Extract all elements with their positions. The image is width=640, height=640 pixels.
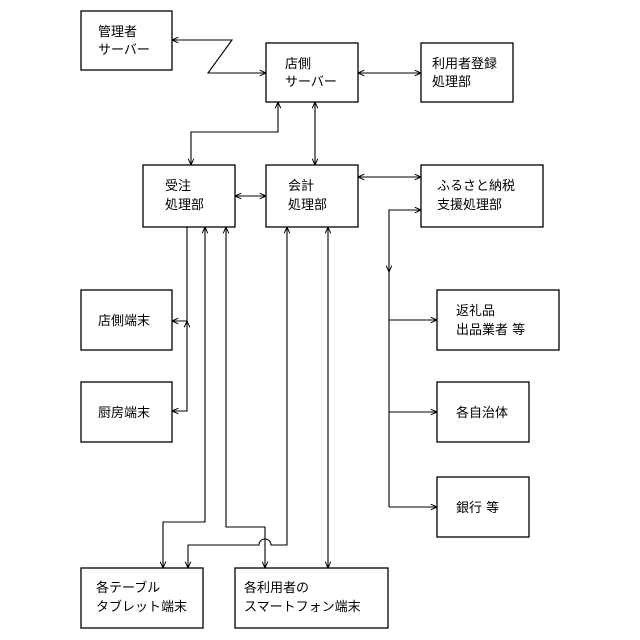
edge-shop-server-order <box>191 102 278 165</box>
node-order-line2: 処理部 <box>165 198 204 213</box>
node-tablet: 各テーブル タブレット端末 <box>81 568 203 628</box>
node-order-line1: 受注 <box>165 179 191 194</box>
node-furusato-line2: 支援処理部 <box>437 198 502 213</box>
node-bank-line1: 銀行 等 <box>456 500 499 516</box>
edge-order-shop-terminal <box>172 227 187 321</box>
edge-accounting-tablet <box>188 227 287 568</box>
node-shop-server: 店側 サーバー <box>266 43 358 102</box>
node-shop-server-line2: サーバー <box>285 75 337 90</box>
edge-furusato-bus <box>389 210 421 272</box>
node-tablet-line2: タブレット端末 <box>96 599 187 615</box>
node-shop-terminal-line1: 店側端末 <box>98 314 150 329</box>
node-accounting: 会計 処理部 <box>266 165 358 227</box>
node-gift-vendor-line2: 出品業者 等 <box>456 322 525 338</box>
edge-order-kitchen-terminal <box>172 321 187 411</box>
node-shop-server-line1: 店側 <box>285 57 311 72</box>
node-admin-server: 管理者 サーバー <box>81 11 172 70</box>
node-tablet-line1: 各テーブル <box>96 580 160 596</box>
node-smartphone: 各利用者の スマートフォン端末 <box>235 568 388 628</box>
node-gift-vendor: 返礼品 出品業者 等 <box>437 290 559 350</box>
node-admin-server-line2: サーバー <box>98 43 150 58</box>
node-accounting-line1: 会計 <box>288 178 314 194</box>
connections <box>163 40 437 568</box>
node-kitchen-terminal-line1: 厨房端末 <box>98 405 150 421</box>
node-municipality-line1: 各自治体 <box>456 405 508 421</box>
node-admin-server-line1: 管理者 <box>98 25 137 40</box>
node-kitchen-terminal: 厨房端末 <box>81 382 172 442</box>
edge-admin-shop-server <box>172 40 266 73</box>
node-shop-terminal: 店側端末 <box>81 290 172 350</box>
node-gift-vendor-line1: 返礼品 <box>456 303 495 319</box>
node-registration: 利用者登録 処理部 <box>421 43 513 102</box>
node-order: 受注 処理部 <box>143 165 235 227</box>
node-furusato-line1: ふるさと納税 <box>437 179 515 194</box>
node-municipality: 各自治体 <box>437 382 529 442</box>
node-furusato: ふるさと納税 支援処理部 <box>421 165 543 227</box>
node-accounting-line2: 処理部 <box>288 198 327 213</box>
node-registration-line1: 利用者登録 <box>432 57 497 72</box>
node-bank: 銀行 等 <box>437 477 529 537</box>
node-smartphone-line2: スマートフォン端末 <box>244 600 361 615</box>
node-smartphone-line1: 各利用者の <box>244 580 309 596</box>
edge-order-smartphone <box>226 227 265 568</box>
node-registration-line2: 処理部 <box>432 75 471 90</box>
